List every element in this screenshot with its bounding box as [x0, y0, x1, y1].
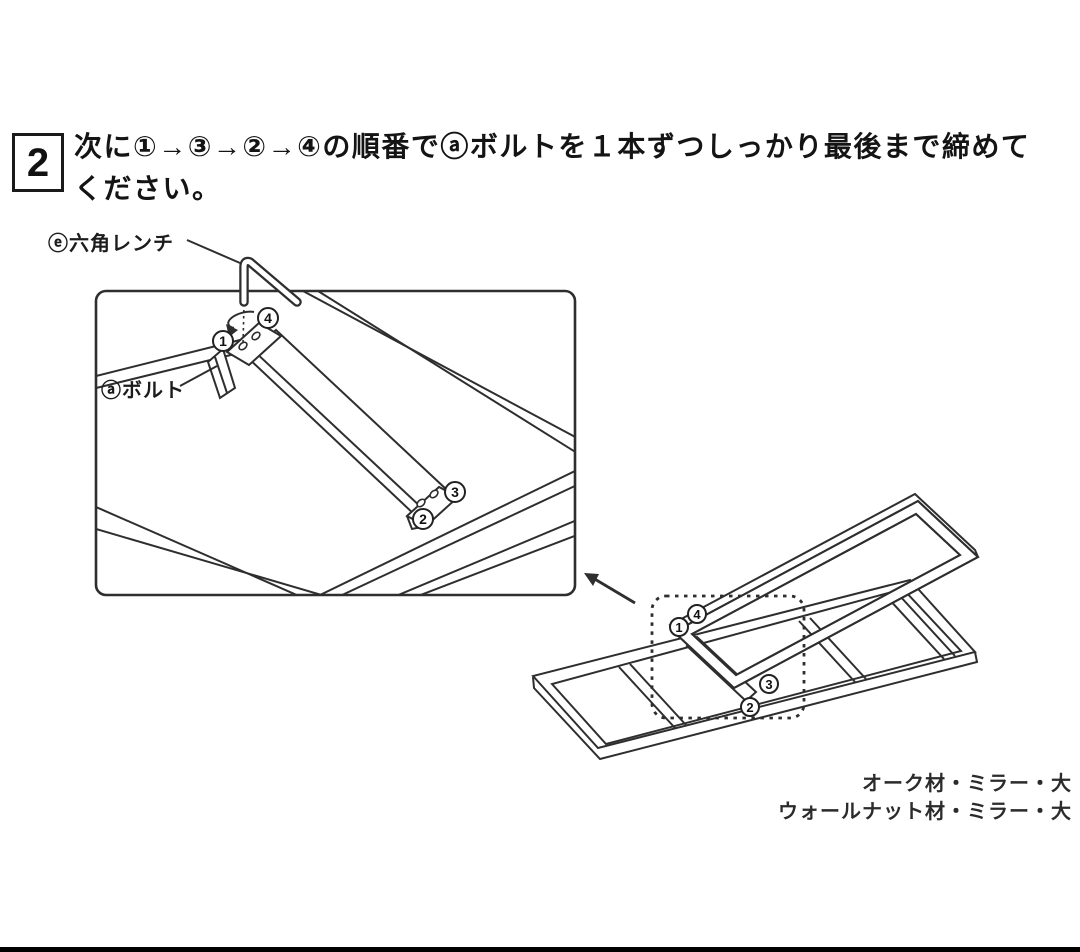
closeup-badge-1: 1: [212, 330, 234, 352]
hex-wrench-label: ⓔ六角レンチ: [48, 233, 174, 255]
frame-rail-bottom-right: [317, 469, 575, 595]
wrench-leader-line: [186, 239, 241, 264]
closeup-diagram: [94, 239, 577, 597]
upper-joint-plate: [225, 321, 283, 367]
closeup-badge-4: 4: [257, 307, 279, 329]
bolt-hole: [416, 498, 426, 508]
zoom-arrow-head: [584, 573, 599, 586]
overview-badge-2: 2: [740, 697, 760, 717]
caption-walnut: ウォールナット材・ミラー・大: [778, 801, 1072, 823]
bolt-label: ⓐボルト: [101, 380, 185, 402]
zoom-arrow: [592, 576, 636, 605]
overview-badge-1: 1: [669, 617, 689, 637]
frame-rail-right: [302, 291, 575, 439]
flat-frame-inner: [550, 587, 963, 746]
instruction-text: 次に①→③→②→④の順番でⓐボルトを１本ずつしっかり最後まで締めて ください。: [74, 126, 1074, 210]
step-number: 2: [26, 140, 50, 185]
instruction-line-1: 次に①→③→②→④の順番でⓐボルトを１本ずつしっかり最後まで締めて: [74, 131, 1031, 162]
overview-diagram: [531, 492, 980, 761]
bottom-black-bar: [0, 947, 1080, 952]
product-captions: オーク材・ミラー・大 ウォールナット材・ミラー・大: [778, 770, 1072, 826]
bolt-leader-line: [179, 365, 218, 387]
step-number-box: 2: [12, 133, 64, 192]
bolt-hole: [429, 489, 439, 499]
bolt-hole: [251, 331, 261, 341]
flat-frame-crossbars: [618, 594, 956, 729]
overview-badge-4: 4: [687, 604, 707, 624]
frame-rail-bottom-left: [96, 506, 300, 595]
closeup-badge-2: 2: [412, 508, 434, 530]
bolt-hole: [238, 341, 248, 351]
overview-badge-3: 3: [759, 674, 779, 694]
caption-oak: オーク材・ミラー・大: [862, 773, 1072, 795]
bolt-axis-dotted-line: [242, 303, 245, 345]
hex-wrench-drawing: [239, 256, 302, 307]
closeup-badge-3: 3: [444, 481, 466, 503]
instruction-line-2: ください。: [74, 173, 222, 204]
